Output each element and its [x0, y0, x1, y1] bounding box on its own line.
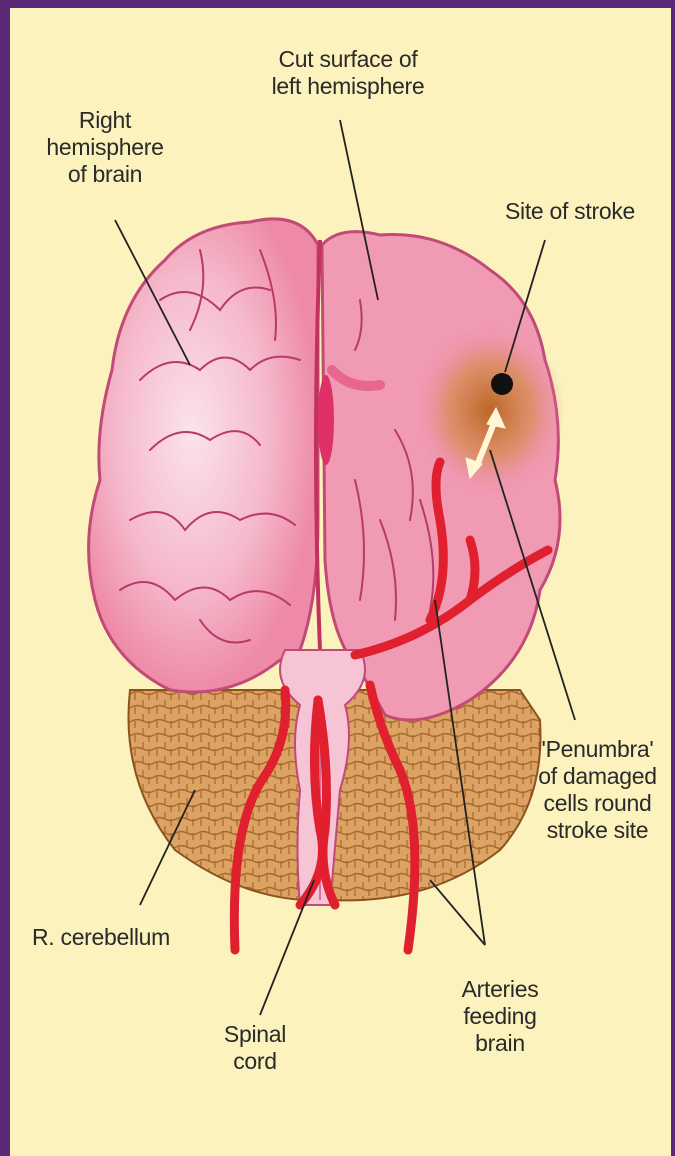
label-arteries: Arteries feeding brain	[440, 976, 560, 1057]
label-right-hemisphere: Right hemisphere of brain	[40, 107, 170, 188]
label-r-cerebellum: R. cerebellum	[16, 924, 186, 951]
label-penumbra: 'Penumbra' of damaged cells round stroke…	[530, 736, 665, 844]
ventricle	[318, 375, 334, 465]
label-site-of-stroke: Site of stroke	[490, 198, 650, 225]
stroke-site	[491, 373, 513, 395]
label-spinal-cord: Spinal cord	[205, 1021, 305, 1075]
label-cut-surface: Cut surface of left hemisphere	[258, 46, 438, 100]
